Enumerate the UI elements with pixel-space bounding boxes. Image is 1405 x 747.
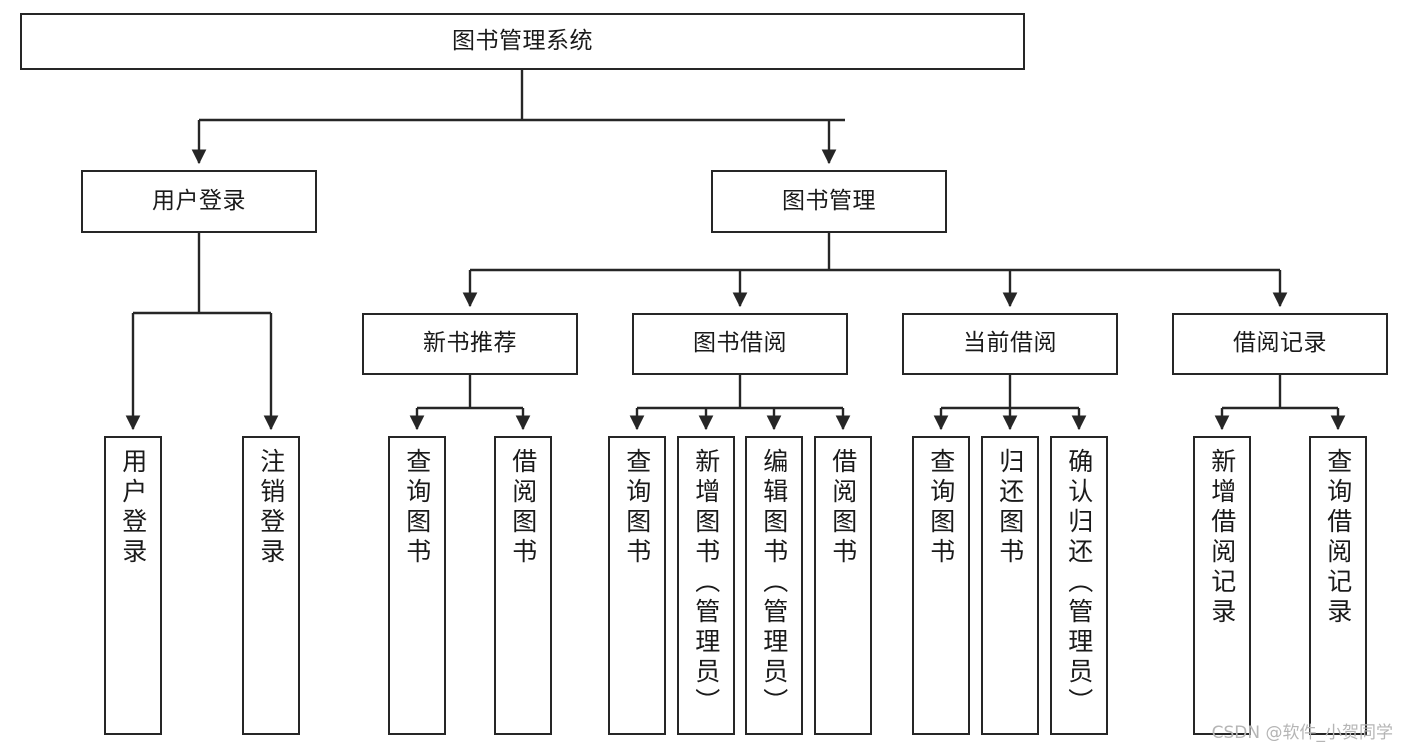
- leaf-logout[interactable]: 注销登录: [242, 436, 300, 735]
- node-root-label: 图书管理系统: [452, 27, 593, 54]
- leaf-borrow-add-book-admin[interactable]: 新增图书（管理员）: [677, 436, 735, 735]
- node-current-borrow[interactable]: 当前借阅: [902, 313, 1118, 375]
- leaf-user-login[interactable]: 用户登录: [104, 436, 162, 735]
- node-borrow-records-label: 借阅记录: [1233, 330, 1327, 357]
- node-root[interactable]: 图书管理系统: [20, 13, 1025, 70]
- leaf-borrow-query-book-label: 查询图书: [622, 448, 652, 568]
- leaf-records-query-record[interactable]: 查询借阅记录: [1309, 436, 1367, 735]
- leaf-current-query-book[interactable]: 查询图书: [912, 436, 970, 735]
- leaf-current-confirm-return-admin-label: 确认归还（管理员）: [1064, 448, 1094, 718]
- leaf-borrow-borrow-book-label: 借阅图书: [828, 448, 858, 568]
- node-book-management[interactable]: 图书管理: [711, 170, 947, 233]
- leaf-user-login-label: 用户登录: [118, 448, 148, 568]
- node-borrow-records[interactable]: 借阅记录: [1172, 313, 1388, 375]
- leaf-records-add-record[interactable]: 新增借阅记录: [1193, 436, 1251, 735]
- leaf-current-return-book[interactable]: 归还图书: [981, 436, 1039, 735]
- leaf-borrow-query-book[interactable]: 查询图书: [608, 436, 666, 735]
- leaf-newbook-query-book[interactable]: 查询图书: [388, 436, 446, 735]
- leaf-current-confirm-return-admin[interactable]: 确认归还（管理员）: [1050, 436, 1108, 735]
- leaf-current-return-book-label: 归还图书: [995, 448, 1025, 568]
- node-new-book-recommend[interactable]: 新书推荐: [362, 313, 578, 375]
- csdn-watermark: CSDN @软件_小贺同学: [1211, 723, 1393, 743]
- leaf-borrow-add-book-admin-label: 新增图书（管理员）: [691, 448, 721, 718]
- node-user-login[interactable]: 用户登录: [81, 170, 317, 233]
- leaf-newbook-borrow-book-label: 借阅图书: [508, 448, 538, 568]
- leaf-current-query-book-label: 查询图书: [926, 448, 956, 568]
- leaf-logout-label: 注销登录: [256, 448, 286, 568]
- node-book-borrow[interactable]: 图书借阅: [632, 313, 848, 375]
- node-current-borrow-label: 当前借阅: [963, 330, 1057, 357]
- leaf-newbook-borrow-book[interactable]: 借阅图书: [494, 436, 552, 735]
- leaf-records-query-record-label: 查询借阅记录: [1323, 448, 1353, 628]
- leaf-borrow-edit-book-admin-label: 编辑图书（管理员）: [759, 448, 789, 718]
- node-user-login-label: 用户登录: [152, 187, 246, 214]
- node-book-borrow-label: 图书借阅: [693, 330, 787, 357]
- node-new-book-recommend-label: 新书推荐: [423, 330, 517, 357]
- node-book-management-label: 图书管理: [782, 187, 876, 214]
- leaf-newbook-query-book-label: 查询图书: [402, 448, 432, 568]
- leaf-records-add-record-label: 新增借阅记录: [1207, 448, 1237, 628]
- leaf-borrow-borrow-book[interactable]: 借阅图书: [814, 436, 872, 735]
- leaf-borrow-edit-book-admin[interactable]: 编辑图书（管理员）: [745, 436, 803, 735]
